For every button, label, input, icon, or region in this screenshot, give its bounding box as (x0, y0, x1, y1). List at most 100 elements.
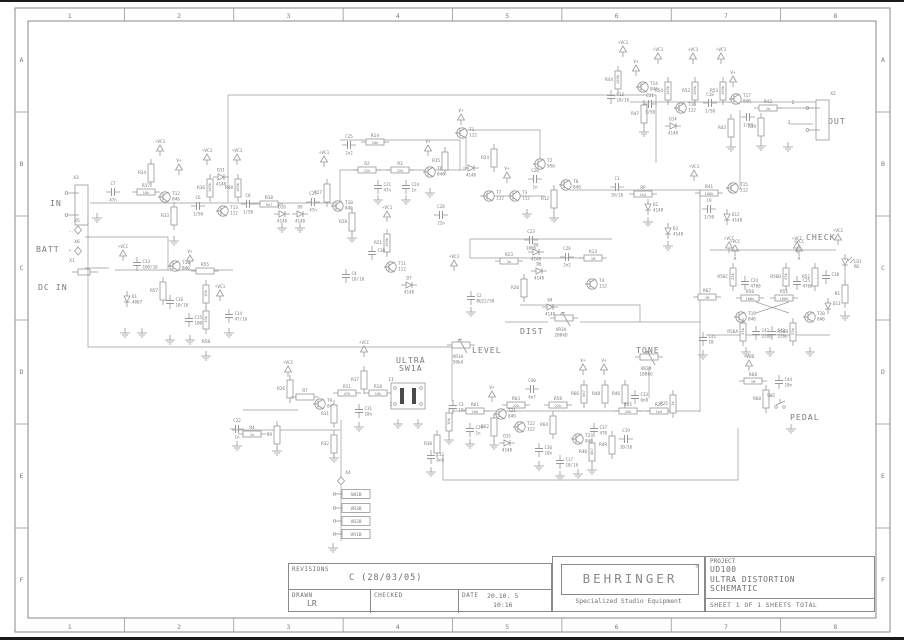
resistor-R58 (548, 401, 568, 409)
diode-D4 (546, 303, 554, 311)
value-label: 846 (172, 197, 180, 203)
resistor-R20 (520, 278, 528, 298)
ref-label: R41 (705, 184, 713, 190)
resistor-R1 (841, 284, 849, 304)
capacitor-C37 (590, 428, 598, 432)
value-label: 4148 (668, 131, 679, 136)
ref-label: - (69, 230, 72, 235)
grid-col-label-bottom: 7 (724, 623, 728, 631)
value-label: 4148 (653, 208, 664, 213)
ref-label: D6 (536, 262, 542, 267)
resistor-R27 (323, 183, 331, 203)
ref-label: R23 (505, 252, 513, 258)
project-name: UD100 (710, 565, 737, 574)
resistor-x (202, 284, 210, 304)
power-flag (382, 210, 392, 218)
ref-label: C42 (762, 328, 770, 333)
value-label: 4700 (803, 284, 814, 289)
ref-label: C19 (622, 428, 630, 433)
symbol (575, 433, 582, 445)
ref-label: R48 (225, 185, 233, 191)
power-label: +VDD (744, 354, 755, 360)
resistor-R39 (757, 117, 765, 137)
ref-label: R44 (605, 77, 613, 83)
power-flag (449, 259, 459, 267)
capacitor-C32 (427, 455, 435, 459)
resistor-R44 (614, 70, 622, 90)
diode-D12 (723, 213, 731, 221)
net-box-label: VR2B (350, 519, 361, 525)
symbol (220, 205, 227, 217)
ref-label: R52 (802, 274, 810, 280)
drawn-value: LR (307, 599, 317, 608)
ref-label: R18 (374, 384, 382, 390)
ground-symbol (393, 419, 403, 429)
value-label: 1M (705, 295, 710, 300)
value-label: 200kD (554, 333, 568, 339)
switch-pin (419, 402, 423, 406)
value-label: 846 (585, 439, 593, 445)
resistor-R17 (360, 370, 368, 390)
power-label: +VC1 (155, 139, 166, 145)
ground-symbol (425, 188, 435, 198)
symbol (533, 160, 539, 168)
value-label: 1/50 (743, 123, 754, 128)
grid-row-label-right: D (881, 368, 885, 376)
diode-D3 (664, 227, 672, 235)
ref-label: VR3A (556, 327, 567, 333)
ground-symbol (756, 141, 766, 151)
net-box-VR3B (341, 503, 371, 513)
resistor-R4 (242, 430, 262, 438)
capacitor-C25 (347, 141, 351, 149)
outer-frame (14, 7, 891, 633)
ref-label: R63 (512, 396, 520, 402)
ref-label: C27 (309, 191, 317, 196)
value-label: 50kA (453, 360, 464, 366)
power-flag (232, 153, 242, 161)
ground-symbol (522, 209, 532, 219)
grid-row-label-right: B (881, 160, 885, 168)
value-label: 47n (109, 198, 117, 203)
ref-label: C22 (233, 418, 241, 423)
resistor-R43 (727, 118, 735, 138)
value-label: 1/50 (704, 215, 715, 220)
value-label: 25k (730, 272, 735, 280)
symbol (172, 260, 179, 272)
resistor-R25 (669, 394, 677, 414)
resistor-R48 (234, 178, 242, 198)
power-label: +VCC (730, 239, 741, 245)
ground-symbol (277, 223, 287, 233)
capacitor-x (746, 113, 750, 121)
brand-tagline: Specialized Studio Equipment (575, 598, 682, 605)
section-label-out: OUT (828, 116, 846, 126)
resistor-R56A (739, 322, 747, 342)
net-box-VR1B (341, 529, 371, 539)
ref-label: D13 (833, 301, 841, 306)
symbol (494, 410, 500, 418)
ref-label: C11 (646, 93, 654, 98)
value-label: 100/16 (195, 321, 211, 326)
value-label: 1n (234, 435, 240, 440)
value-label: 25k (783, 272, 788, 280)
ground-symbol (232, 441, 242, 451)
power-label: +VC1 (382, 205, 393, 211)
ref-label: R58 (202, 339, 211, 345)
value-label: 33k (625, 409, 633, 414)
resistor-R42 (758, 104, 778, 112)
ref-label: D11 (217, 168, 225, 173)
symbol (809, 107, 820, 131)
capacitor-C20 (533, 175, 537, 183)
value-label: 47/16 (235, 317, 248, 322)
ref-label: R56A (727, 329, 738, 335)
ground-symbol (272, 446, 282, 456)
grid-row-label-left: B (20, 160, 24, 168)
resistor-R15 (441, 151, 449, 171)
grid-col-label-bottom: 5 (505, 623, 509, 631)
jack-symbol (815, 99, 830, 141)
checked-label: CHECKED (374, 592, 403, 599)
power-label: V+ (425, 139, 431, 145)
symbol (738, 311, 745, 323)
value-label: 112 (599, 284, 607, 290)
